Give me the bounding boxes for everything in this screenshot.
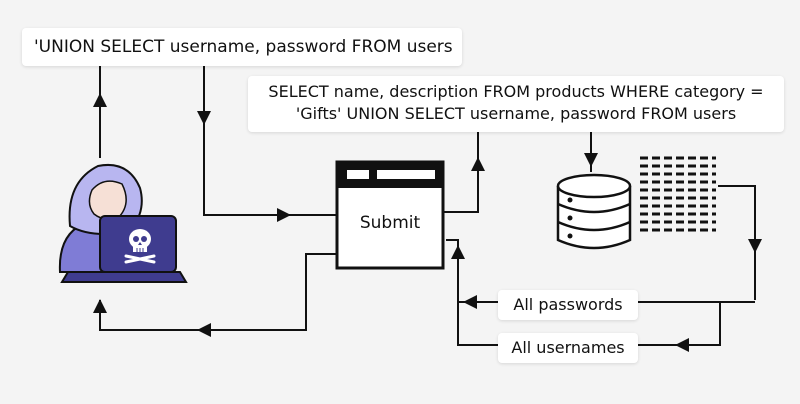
arrow-branch-to-usernames	[638, 302, 721, 346]
skull-icon	[124, 229, 156, 264]
connector-lines	[93, 66, 762, 352]
browser-form-window-icon	[335, 160, 445, 270]
all-passwords-label: All passwords	[498, 290, 638, 320]
injection-input-label: 'UNION SELECT username, password FROM us…	[22, 28, 462, 66]
arrow-usernames-to-submit	[446, 239, 498, 346]
arrow-database-to-results	[718, 185, 756, 300]
arrow-submit-to-query	[444, 132, 479, 213]
hacker-with-laptop-icon	[58, 164, 188, 283]
data-table-icon	[640, 156, 716, 232]
query-line-2: 'Gifts' UNION SELECT username, password …	[295, 104, 737, 123]
query-line-1: SELECT name, description FROM products W…	[268, 82, 764, 101]
all-usernames-label: All usernames	[498, 333, 638, 363]
submit-button[interactable]: Submit	[359, 213, 421, 233]
arrow-submit-to-attacker	[99, 253, 336, 331]
database-icon	[556, 173, 632, 250]
resulting-query-label: SELECT name, description FROM products W…	[248, 76, 784, 132]
